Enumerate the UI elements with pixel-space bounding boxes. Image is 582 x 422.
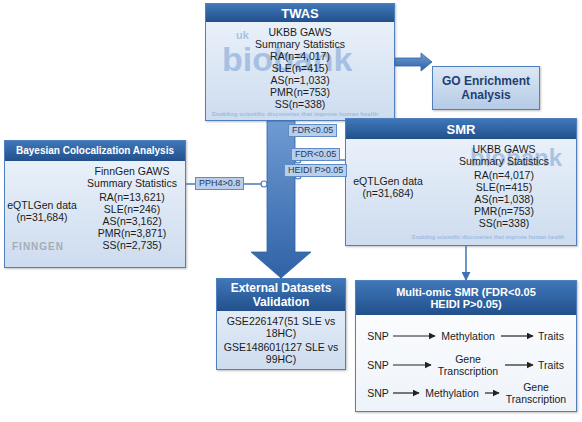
step-text: Gene Transcription (432, 352, 504, 378)
block-arrow (251, 121, 311, 278)
box-text: SLE(n=415) (449, 181, 559, 193)
step-text: SNP (364, 358, 392, 372)
box-text: RA(n=13,621) (81, 191, 183, 203)
edge-label: PPH4>0.8 (195, 177, 244, 190)
edge-label: HEIDI P>0.05 (284, 164, 347, 177)
block-arrow (395, 53, 432, 71)
box-text: PMR(n=753) (250, 86, 350, 98)
step-arrow (393, 364, 431, 365)
step-text: SNP (364, 386, 392, 400)
step-arrow (393, 335, 435, 336)
box-header: TWAS (206, 4, 394, 22)
box-text: SNP (364, 329, 392, 343)
box-text: Gene Transcription (500, 380, 572, 406)
box-header: Bayesian Colocalization Analysis (5, 141, 185, 161)
box-text: SS(n=2,735) (81, 239, 183, 251)
process-box: GO Enrichment Analysis (432, 66, 540, 110)
junction-dot (295, 157, 301, 163)
box-text: SLE(n=246) (81, 203, 183, 215)
box-text: FinnGen GAWS Summary Statistics (81, 165, 183, 189)
box-text: UKBB GAWS Summary Statistics (454, 143, 554, 167)
step-arrow (505, 364, 533, 365)
step-text: Methylation (420, 386, 484, 400)
step-text: SNP (364, 329, 392, 343)
box-text: Traits (534, 358, 568, 372)
box-text: Methylation (420, 386, 484, 400)
box-text: GSE148601(127 SLE vs 99HC) (220, 341, 342, 365)
step-text: Gene Transcription (500, 380, 572, 406)
box-text: SLE(n=415) (250, 62, 350, 74)
box-text: PMR(n=3,871) (81, 227, 183, 239)
box-header: SMR (346, 119, 576, 139)
step-arrow (393, 392, 419, 393)
box-text: Methylation (436, 329, 500, 343)
box-header: External Datasets Validation (217, 279, 345, 311)
step-arrow (485, 392, 499, 393)
process-box: SMR eQTLGen data (n=31,684) UKBB GAWS Summ… (345, 118, 577, 246)
box-text: RA(n=4,017) (449, 169, 559, 181)
junction-dot (261, 181, 267, 187)
box-text: eQTLGen data (n=31,684) (350, 175, 426, 199)
box-text: PMR(n=753) (449, 205, 559, 217)
flow-arrow (465, 246, 467, 280)
edge-label: FDR<0.05 (291, 148, 340, 161)
process-box: Multi-omic SMR (FDR<0.05 HEIDI P>0.05) SN… (355, 280, 577, 412)
box-text: SS(n=338) (250, 98, 350, 110)
watermark-text: FINNGEN (12, 242, 64, 252)
box-text: eQTLGen data (n=31,684) (7, 199, 77, 223)
watermark-text: Enabling scientific discoveries that imp… (412, 235, 564, 241)
box-text: AS(n=3,162) (81, 215, 183, 227)
watermark-text: Enabling scientific discoveries that imp… (212, 111, 378, 117)
box-text: Gene Transcription (432, 352, 504, 378)
box-text: Traits (534, 329, 568, 343)
box-text: AS(n=1,033) (250, 74, 350, 86)
step-arrow (501, 335, 533, 336)
box-text: GO Enrichment Analysis (433, 74, 539, 102)
box-text: SS(n=338) (449, 217, 559, 229)
box-text: SNP (364, 358, 392, 372)
process-box: External Datasets ValidationGSE226147(51… (216, 278, 346, 370)
step-text: Methylation (436, 329, 500, 343)
junction-dot (295, 173, 301, 179)
watermark-text: uk (236, 30, 249, 41)
step-text: Traits (534, 358, 568, 372)
box-text: UKBB GAWS Summary Statistics (250, 26, 350, 50)
box-text: AS(n=1,038) (449, 193, 559, 205)
box-text: SNP (364, 386, 392, 400)
step-text: Traits (534, 329, 568, 343)
box-text: GSE226147(51 SLE vs 18HC) (220, 315, 342, 339)
box-header: Multi-omic SMR (FDR<0.05 HEIDI P>0.05) (356, 281, 576, 315)
box-text: RA(n=4,017) (250, 50, 350, 62)
edge-label: FDR<0.05 (288, 124, 337, 137)
